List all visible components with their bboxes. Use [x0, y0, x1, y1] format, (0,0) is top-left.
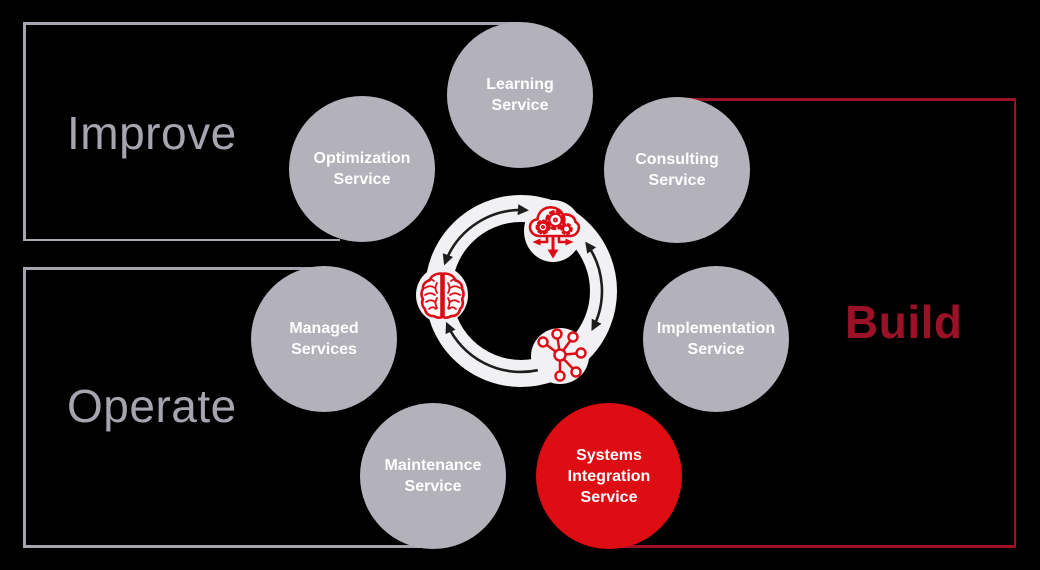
- service-label-line: Service: [491, 97, 549, 114]
- service-label-line: Integration: [567, 467, 651, 485]
- service-circle-systems-integration: Systems Integration Service: [536, 403, 682, 549]
- service-label-line: Systems: [576, 446, 642, 464]
- improve-region-outline-bottom: [23, 238, 340, 241]
- operate-region-outline-left: [23, 267, 26, 548]
- cloud-gears-deploy-icon: [528, 206, 581, 259]
- arrow-cloud-to-network: [585, 241, 604, 331]
- service-label-line: Service: [333, 171, 391, 188]
- service-label-line: Consulting: [635, 151, 719, 168]
- operate-region-outline-top: [23, 267, 330, 270]
- service-label-line: Service: [580, 488, 638, 506]
- service-label-line: Maintenance: [384, 457, 482, 474]
- service-circle-maintenance: Maintenance Service: [360, 403, 506, 549]
- service-label-line: Service: [687, 341, 745, 358]
- service-label-line: Optimization: [313, 150, 411, 167]
- operate-region-label: Operate: [67, 380, 237, 432]
- service-circle-learning: Learning Service: [447, 22, 593, 168]
- build-region-outline-bottom: [609, 545, 1016, 548]
- cycle-arrows: [442, 204, 604, 374]
- service-circle-implementation: Implementation Service: [643, 266, 789, 412]
- build-region-outline-right: [1013, 98, 1016, 548]
- improve-region-outline-left: [23, 22, 26, 241]
- arrow-brain-to-cloud: [442, 204, 529, 266]
- service-label-line: Service: [404, 478, 462, 495]
- service-label-line: Services: [291, 341, 357, 358]
- arrow-network-to-brain: [445, 321, 539, 374]
- brain-icon: [420, 272, 465, 319]
- service-label-line: Managed: [289, 320, 359, 337]
- service-circle-consulting: Consulting Service: [604, 97, 750, 243]
- service-label-line: Implementation: [656, 320, 776, 337]
- service-label-line: Learning: [486, 76, 554, 93]
- network-nodes-icon: [537, 328, 587, 382]
- service-label-line: Service: [648, 172, 706, 189]
- improve-region-outline-top: [23, 22, 520, 25]
- service-circle-managed-services: Managed Services: [251, 266, 397, 412]
- operate-region-outline-bottom: [23, 545, 433, 548]
- service-circle-optimization: Optimization Service: [289, 96, 435, 242]
- build-region-label: Build: [845, 296, 963, 348]
- improve-region-label: Improve: [67, 107, 237, 159]
- build-region-outline-top: [677, 98, 1016, 101]
